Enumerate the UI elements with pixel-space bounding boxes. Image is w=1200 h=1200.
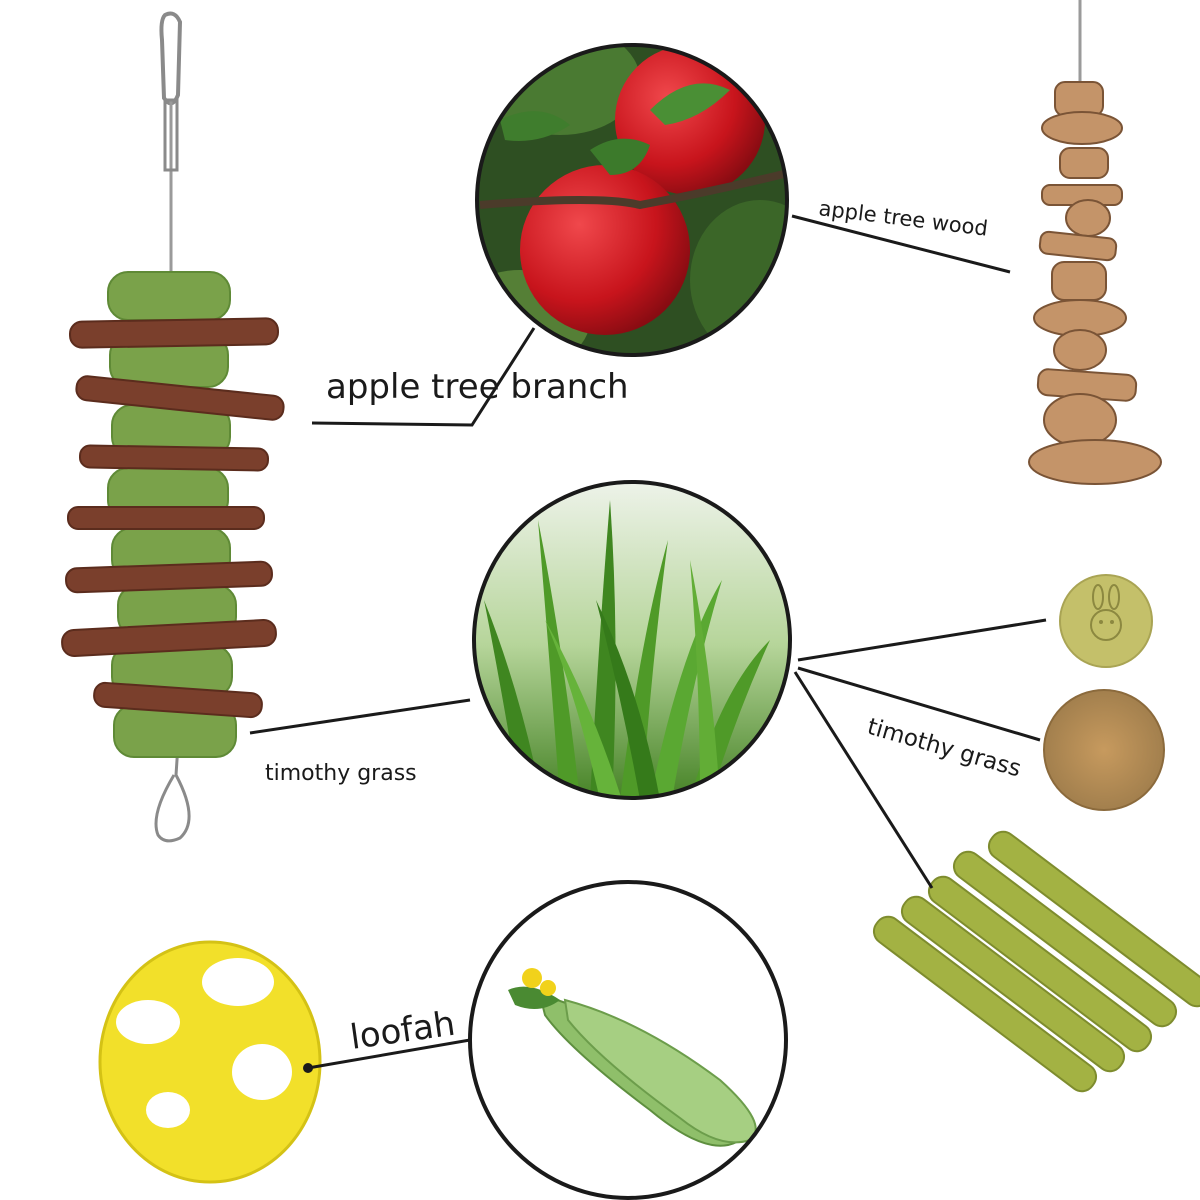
grass-photo-circle	[472, 480, 792, 800]
apple-photo-circle	[475, 43, 789, 357]
label-apple-tree-wood: apple tree wood	[817, 196, 989, 241]
wood-slices	[1028, 81, 1162, 485]
timothy-grass-wheel	[1043, 689, 1165, 811]
callout-dot	[303, 1063, 313, 1073]
callout-loofah	[307, 1038, 471, 1070]
callout-apple-wood	[791, 214, 1011, 274]
zucchini-photo-circle	[468, 880, 788, 1200]
timothy-bunny-cookie	[1059, 574, 1153, 668]
callout-timothy-cookie	[797, 618, 1047, 662]
apple-fruit-back	[615, 45, 765, 195]
label-timothy-grass-left: timothy grass	[265, 761, 417, 786]
bottom-wire-loop	[154, 744, 191, 843]
timothy-sticks	[872, 830, 1200, 1093]
hanging-timothy-toy	[61, 11, 285, 843]
callout-timothy-left	[249, 698, 471, 735]
label-loofah: loofah	[348, 1004, 458, 1058]
snap-hook	[159, 11, 183, 106]
apple-fruit-front	[520, 165, 690, 335]
callout-apple-branch	[311, 327, 536, 427]
callout-timothy-sticks	[793, 671, 934, 889]
loofah-slice	[98, 940, 322, 1184]
label-timothy-grass-right: timothy grass	[864, 714, 1024, 783]
callout-lines	[249, 214, 1047, 1070]
callout-timothy-wheel	[797, 666, 1041, 742]
apple-branch-sticks	[61, 317, 285, 719]
label-apple-tree-branch: apple tree branch	[326, 367, 629, 407]
hanging-wood-toy	[1028, 0, 1162, 485]
